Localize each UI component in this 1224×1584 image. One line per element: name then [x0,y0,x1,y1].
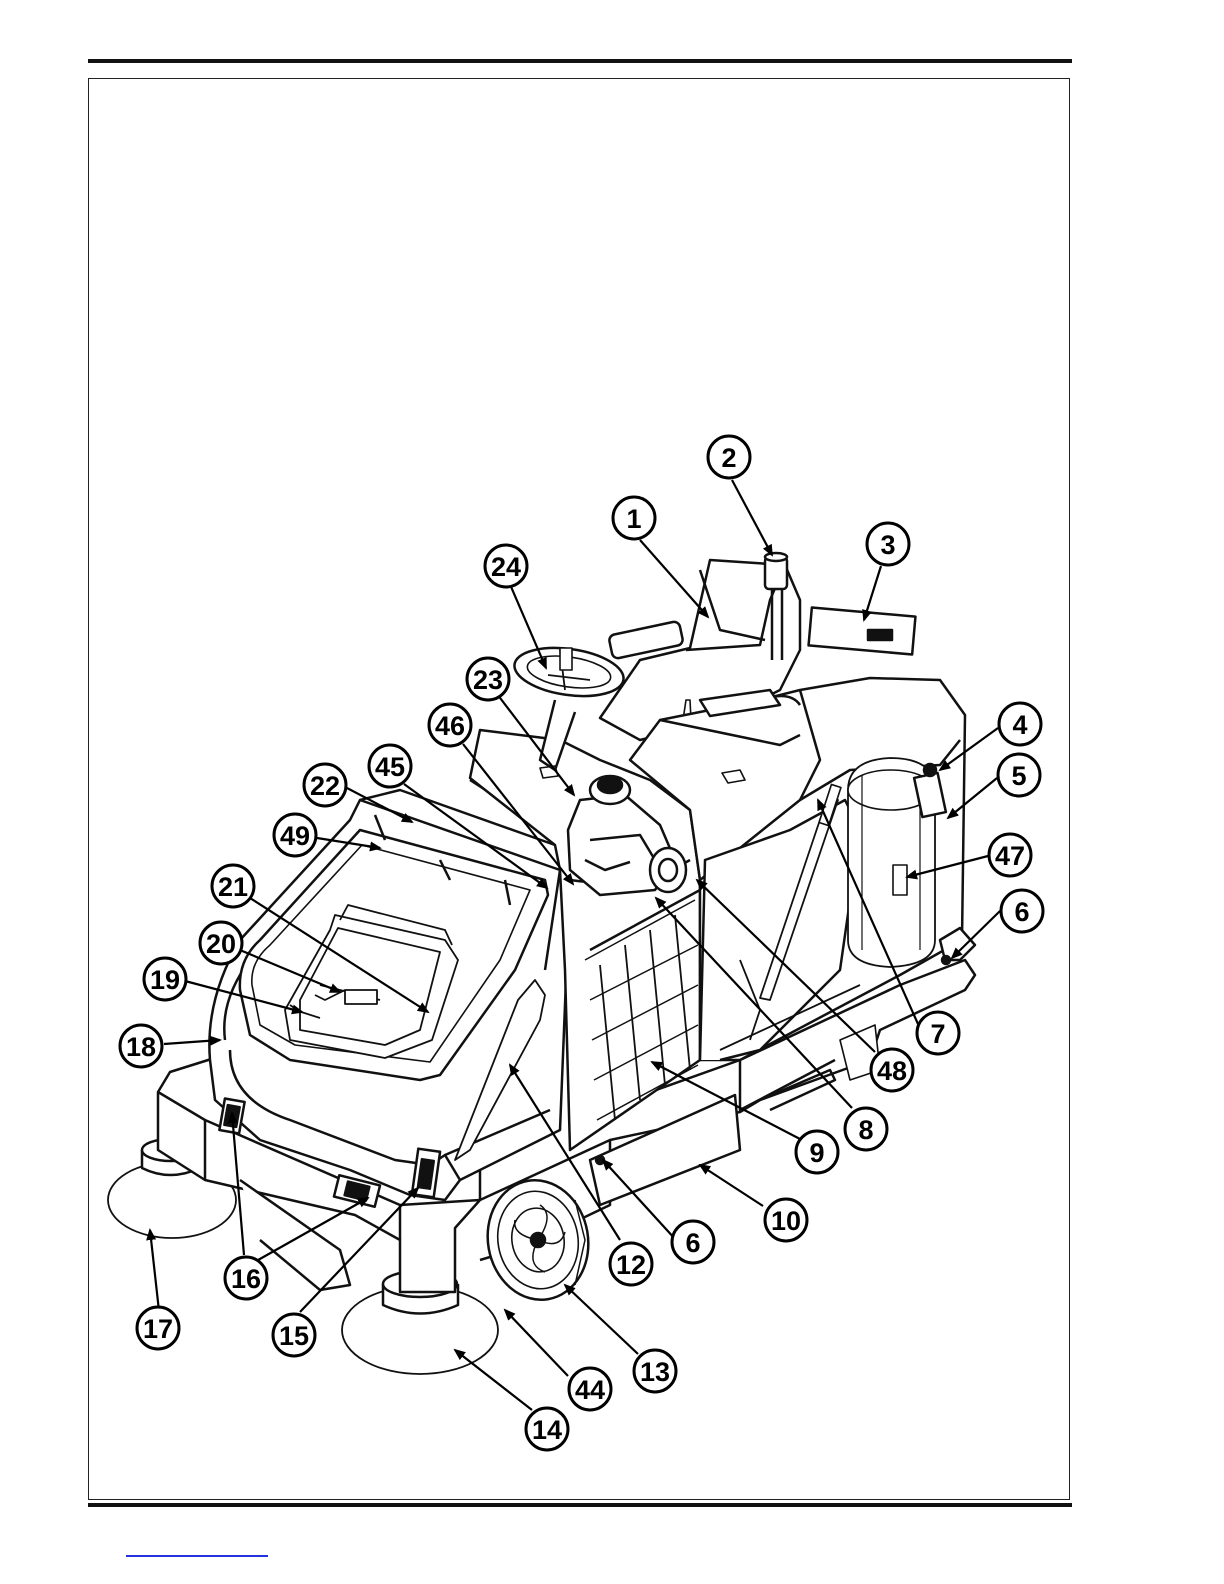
svg-text:4: 4 [1012,710,1027,740]
callout-47: 47 [989,834,1031,876]
callout-13: 13 [634,1350,676,1392]
svg-text:13: 13 [640,1357,670,1387]
svg-text:10: 10 [771,1206,801,1236]
svg-text:23: 23 [473,665,503,695]
svg-text:20: 20 [206,929,236,959]
callout-8: 8 [845,1108,887,1150]
svg-text:45: 45 [375,752,405,782]
svg-text:9: 9 [809,1138,824,1168]
svg-text:18: 18 [126,1032,156,1062]
svg-text:15: 15 [279,1321,309,1351]
svg-text:24: 24 [491,552,521,582]
propane-tank [848,758,946,967]
callout-48: 48 [871,1049,913,1091]
svg-text:47: 47 [995,841,1025,871]
callout-14: 14 [526,1408,568,1450]
callout-22: 22 [304,764,346,806]
callout-49: 49 [274,814,316,856]
svg-text:17: 17 [143,1314,173,1344]
callout-23: 23 [467,658,509,700]
svg-text:5: 5 [1011,761,1026,791]
callout-12: 12 [610,1243,652,1285]
svg-text:48: 48 [877,1056,907,1086]
callout-17: 17 [137,1307,179,1349]
svg-text:22: 22 [310,771,340,801]
svg-text:12: 12 [616,1250,646,1280]
svg-text:1: 1 [626,504,641,534]
callout-21: 21 [212,865,254,907]
callout-24: 24 [485,545,527,587]
callout-2: 2 [708,436,750,478]
svg-text:6: 6 [1014,897,1029,927]
callout-6-rear: 6 [1001,890,1043,932]
callout-16: 16 [225,1257,267,1299]
svg-text:21: 21 [218,872,248,902]
svg-text:49: 49 [280,821,310,851]
callout-4: 4 [999,703,1041,745]
callout-1: 1 [613,497,655,539]
callout-3: 3 [867,523,909,565]
callout-7: 7 [917,1012,959,1054]
machine-drawing [108,553,975,1374]
svg-text:16: 16 [231,1264,261,1294]
callout-46: 46 [429,704,471,746]
svg-text:3: 3 [880,530,895,560]
svg-text:7: 7 [930,1019,945,1049]
svg-text:6: 6 [685,1228,700,1258]
svg-text:19: 19 [150,965,180,995]
callout-15: 15 [273,1314,315,1356]
callout-5: 5 [998,754,1040,796]
callout-20: 20 [200,922,242,964]
callout-18: 18 [120,1025,162,1067]
svg-text:46: 46 [435,711,465,741]
svg-text:8: 8 [858,1115,873,1145]
callout-9: 9 [796,1131,838,1173]
callout-6-side: 6 [672,1221,714,1263]
svg-text:44: 44 [575,1375,605,1405]
callout-45: 45 [369,745,411,787]
callout-44: 44 [569,1368,611,1410]
callout-10: 10 [765,1199,807,1241]
callout-19: 19 [144,958,186,1000]
svg-text:14: 14 [532,1415,562,1445]
svg-text:2: 2 [721,443,736,473]
